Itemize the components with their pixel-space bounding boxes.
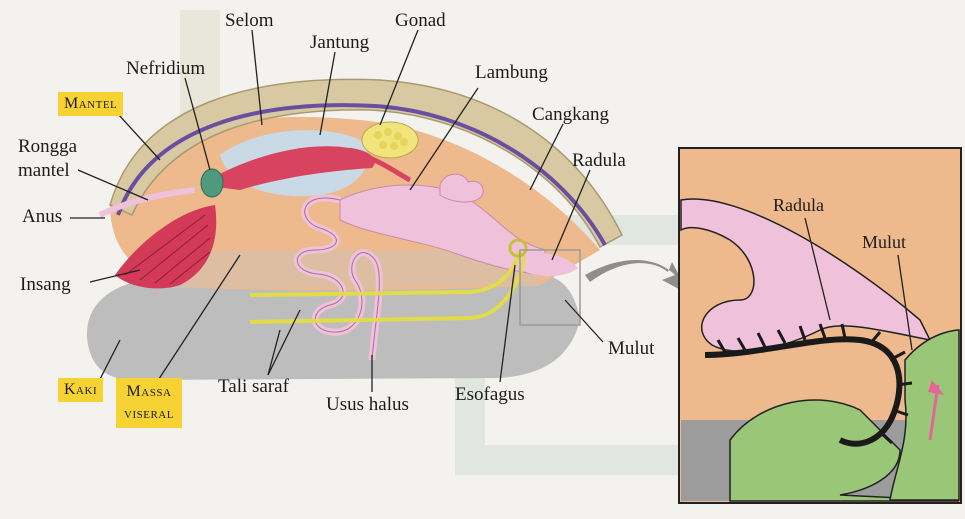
label-mulut: Mulut (608, 338, 654, 360)
label-anus: Anus (22, 206, 62, 228)
label-nefridium: Nefridium (126, 58, 205, 80)
label-rongga-mantel-1: Rongga (18, 136, 77, 158)
label-kaki: Kaki (58, 378, 103, 402)
label-radula: Radula (572, 150, 626, 172)
label-tali-saraf: Tali saraf (218, 376, 289, 398)
label-mantel: Mantel (58, 92, 123, 116)
label-usus-halus: Usus halus (326, 394, 409, 416)
gonad (362, 122, 418, 158)
label-massa-viseral: Massa viseral (116, 378, 182, 428)
inset-label-mulut: Mulut (862, 232, 906, 253)
inset-label-radula: Radula (773, 195, 824, 216)
label-selom: Selom (225, 10, 274, 32)
label-insang: Insang (20, 274, 71, 296)
label-viseral: viseral (124, 403, 174, 425)
label-rongga-mantel-2: mantel (18, 160, 70, 182)
label-jantung: Jantung (310, 32, 369, 54)
label-lambung: Lambung (475, 62, 548, 84)
label-cangkang: Cangkang (532, 104, 609, 126)
label-esofagus: Esofagus (455, 384, 525, 406)
foot-shape (87, 275, 580, 380)
nephridium (201, 169, 223, 197)
label-massa: Massa (124, 381, 174, 403)
label-gonad: Gonad (395, 10, 446, 32)
